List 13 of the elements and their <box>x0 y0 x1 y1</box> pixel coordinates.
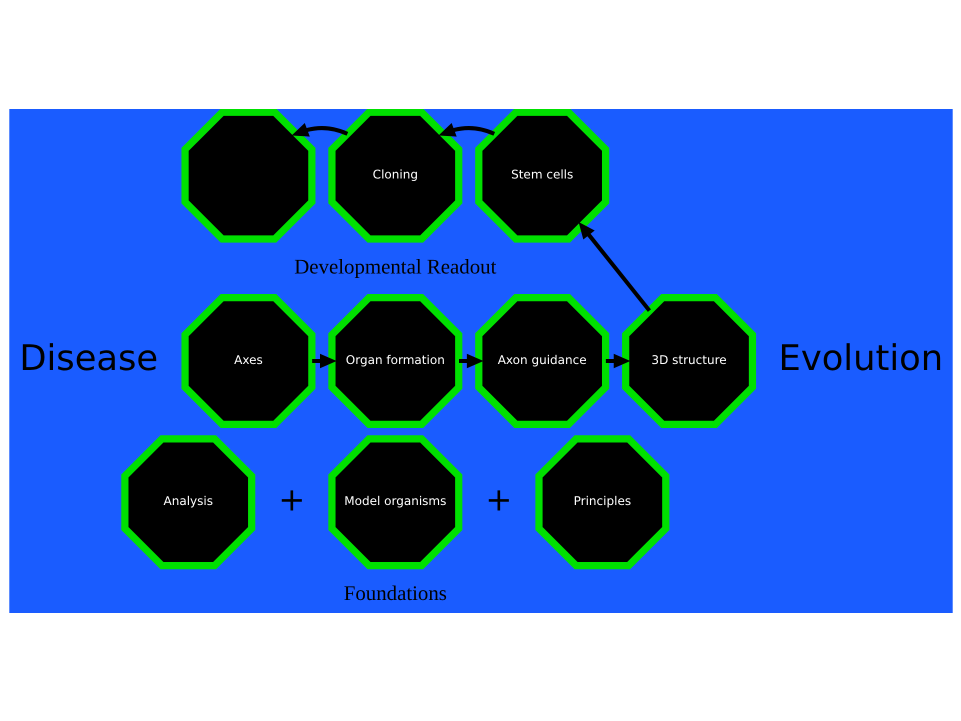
arrow <box>438 122 495 136</box>
arrow <box>458 353 484 368</box>
label: Foundations <box>343 580 446 604</box>
label: Developmental Readout <box>294 254 496 278</box>
arrow <box>605 353 630 368</box>
label: + <box>278 480 305 518</box>
label: + <box>484 480 512 518</box>
arrow <box>291 122 348 136</box>
label: Disease <box>18 337 158 378</box>
node-octagon <box>180 108 315 242</box>
arrow <box>312 353 336 368</box>
label: Evolution <box>778 337 943 378</box>
arrow <box>578 221 650 312</box>
